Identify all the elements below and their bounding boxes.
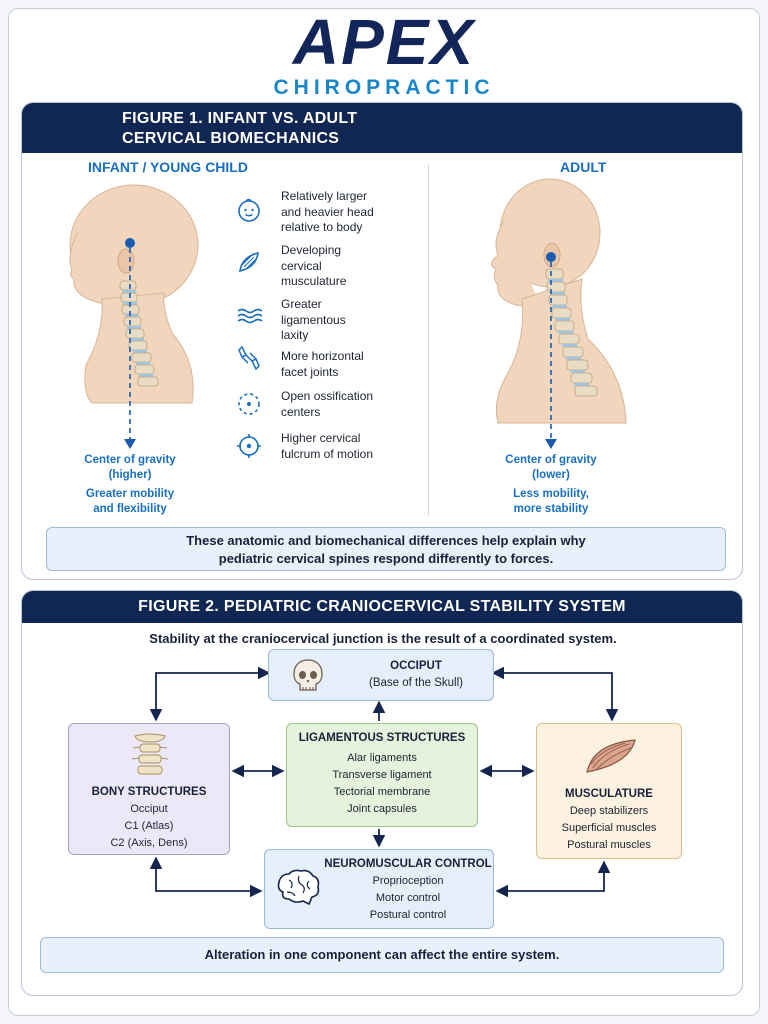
figure2-caption: Stability at the craniocervical junction… [149,631,617,646]
neuromuscular-node: NEUROMUSCULAR CONTROL Proprioception Mot… [264,849,494,929]
joint-icon [238,345,260,371]
baby-face-icon [238,198,260,222]
infant-center-of-gravity: Center of gravity (higher) [84,454,176,481]
musculature-node: MUSCULATURE Deep stabilizers Superficial… [536,723,682,859]
logo: APEX CHIROPRACTIC [0,10,768,100]
dashed-circle-icon [238,393,260,415]
figure1-title: FIGURE 1. INFANT VS. ADULT CERVICAL BIOM… [22,103,742,153]
bony-item: C1 (Atlas) [124,820,174,832]
adult-column-title: ADULT [560,159,607,175]
feature-text: Greater ligamentous laxity [281,297,346,342]
infant-illustration [69,184,199,449]
figure2-title: FIGURE 2. PEDIATRIC CRANIOCERVICAL STABI… [22,591,742,623]
bony-structures-node: BONY STRUCTURES Occiput C1 (Atlas) C2 (A… [68,723,230,855]
wavy-lines-icon [237,308,262,324]
target-icon [237,434,261,458]
muscle-icon [239,251,259,273]
occiput-node: OCCIPUT (Base of the Skull) [268,649,494,701]
logo-wordmark: APEX [292,6,476,78]
ligamentous-title: LIGAMENTOUS STRUCTURES [298,732,466,744]
column-divider [428,165,429,515]
musculature-item: Superficial muscles [561,822,657,834]
figure1-panel: FIGURE 1. INFANT VS. ADULT CERVICAL BIOM… [21,102,743,580]
bony-item: C2 (Axis, Dens) [110,837,188,849]
figure1-title-line2: CERVICAL BIOMECHANICS [122,130,340,147]
feature-text: More horizontal facet joints [281,349,364,379]
vertebrae-icon [131,733,169,775]
ligamentous-item: Joint capsules [347,803,417,815]
feature-text: Higher cervical fulcrum of motion [281,431,374,461]
infant-mobility: Greater mobility and flexibility [85,488,175,515]
figure1-note: These anatomic and biomechanical differe… [46,527,726,571]
figure2-panel: FIGURE 2. PEDIATRIC CRANIOCERVICAL STABI… [21,590,743,996]
occiput-subtitle: (Base of the Skull) [369,677,463,689]
muscle-bundle-icon [586,739,636,773]
feature-text: Developing cervical musculature [281,243,347,288]
feature-text: Open ossification centers [281,389,374,419]
brain-icon [277,869,320,906]
ligamentous-item: Tectorial membrane [333,786,431,798]
ligamentous-item: Transverse ligament [332,769,432,781]
musculature-item: Deep stabilizers [569,805,649,817]
feature-text: Relatively larger and heavier head relat… [281,189,374,234]
ligamentous-node: LIGAMENTOUS STRUCTURES Alar ligaments Tr… [286,723,478,827]
logo-subtitle: CHIROPRACTIC [273,76,495,99]
ligamentous-item: Alar ligaments [347,752,417,764]
bony-item: Occiput [130,803,168,815]
infant-column-title: INFANT / YOUNG CHILD [88,159,248,175]
occiput-title: OCCIPUT [390,660,442,672]
adult-mobility: Less mobility, more stability [513,488,589,515]
skull-icon [293,659,323,691]
system-connectors [149,666,619,898]
bony-title: BONY STRUCTURES [91,786,207,798]
musculature-item: Postural muscles [567,839,651,851]
neuromuscular-title: NEUROMUSCULAR CONTROL [324,858,492,870]
figure2-note: Alteration in one component can affect t… [40,937,724,973]
adult-illustration [491,178,627,449]
musculature-title: MUSCULATURE [565,788,653,800]
neuromuscular-item: Postural control [369,909,447,921]
neuromuscular-item: Motor control [375,892,441,904]
adult-center-of-gravity: Center of gravity (lower) [505,454,597,481]
figure1-title-line1: FIGURE 1. INFANT VS. ADULT [122,110,358,127]
neuromuscular-item: Proprioception [372,875,444,887]
